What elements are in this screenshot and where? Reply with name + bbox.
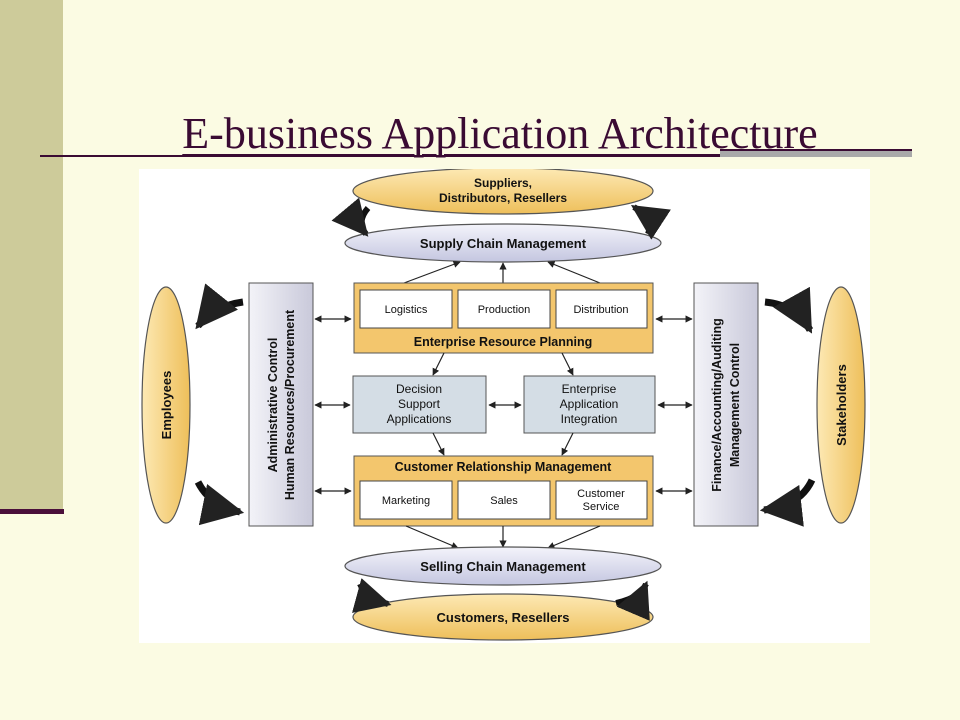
- crm-box: Customer Relationship Management Marketi…: [353, 455, 654, 527]
- erp-module-logistics: Logistics: [385, 304, 428, 316]
- crm-module-sales: Sales: [490, 495, 518, 507]
- dss-line-2: Support: [398, 397, 441, 411]
- dss-box: Decision Support Applications: [352, 375, 487, 434]
- curved-arrow-employees-bottom: [194, 480, 245, 526]
- title-rule-left: [40, 155, 720, 157]
- crm-module-marketing: Marketing: [382, 495, 430, 507]
- slide-side-bar: [0, 0, 63, 512]
- erp-box: Logistics Production Distribution Enterp…: [353, 282, 654, 354]
- customers-oval: Customers, Resellers: [352, 593, 654, 641]
- eai-line-2: Application: [560, 397, 619, 411]
- arrow-erp-eai: [561, 352, 574, 376]
- left-panel-line-2: Human Resources/Procurement: [283, 309, 297, 500]
- arrow-marketing-selling: [405, 525, 459, 549]
- arrow-dss-crm: [432, 432, 445, 456]
- supply-chain-oval: Supply Chain Management: [344, 223, 662, 263]
- curved-arrow-employees-top: [195, 283, 244, 330]
- stakeholders-label: Stakeholders: [834, 364, 849, 446]
- arrow-erp-dss: [432, 352, 445, 376]
- stakeholders-oval: Stakeholders: [816, 286, 866, 524]
- eai-line-1: Enterprise: [562, 382, 617, 396]
- dss-line-1: Decision: [396, 382, 442, 396]
- architecture-diagram: Suppliers, Distributors, Resellers Suppl…: [139, 167, 870, 643]
- selling-chain-oval: Selling Chain Management: [344, 546, 662, 586]
- dss-line-3: Applications: [387, 412, 452, 426]
- side-bar-accent-line: [0, 509, 64, 514]
- crm-label: Customer Relationship Management: [395, 460, 613, 474]
- right-panel-line-2: Management Control: [728, 343, 742, 467]
- employees-oval: Employees: [141, 286, 191, 524]
- eai-line-3: Integration: [561, 412, 618, 426]
- left-panel-line-1: Administrative Control: [266, 338, 280, 473]
- curved-arrow-supplier-right: [630, 204, 671, 240]
- crm-module-customer-service-1: Customer: [577, 488, 625, 500]
- curved-arrow-customer-left: [352, 578, 392, 613]
- curved-arrow-supplier-left: [331, 197, 371, 237]
- suppliers-line-1: Suppliers,: [474, 176, 532, 190]
- erp-module-distribution: Distribution: [573, 304, 628, 316]
- title-rule-shadow: [720, 150, 912, 157]
- title-rule-right: [720, 149, 912, 151]
- curved-arrow-stakeholders-top: [764, 286, 814, 334]
- suppliers-line-2: Distributors, Resellers: [439, 191, 567, 205]
- suppliers-oval: Suppliers, Distributors, Resellers: [352, 167, 654, 215]
- erp-module-production: Production: [478, 304, 531, 316]
- erp-label: Enterprise Resource Planning: [414, 335, 593, 349]
- arrow-service-selling: [547, 525, 601, 549]
- slide-title: E-business Application Architecture: [182, 109, 818, 158]
- arrow-distribution-supply: [547, 261, 601, 284]
- curved-arrow-customer-right: [615, 580, 650, 621]
- supply-chain-label: Supply Chain Management: [420, 236, 587, 251]
- crm-module-customer-service-2: Service: [583, 501, 620, 513]
- arrow-logistics-supply: [403, 260, 461, 284]
- employees-label: Employees: [159, 371, 174, 440]
- admin-control-panel: Administrative Control Human Resources/P…: [248, 282, 314, 527]
- selling-chain-label: Selling Chain Management: [420, 559, 586, 574]
- customers-label: Customers, Resellers: [437, 610, 570, 625]
- eai-box: Enterprise Application Integration: [523, 375, 656, 434]
- right-panel-line-1: Finance/Accounting/Auditing: [710, 318, 724, 492]
- finance-control-panel: Finance/Accounting/Auditing Management C…: [693, 282, 759, 527]
- curved-arrow-stakeholders-bottom: [759, 478, 816, 527]
- arrow-eai-crm: [561, 432, 574, 456]
